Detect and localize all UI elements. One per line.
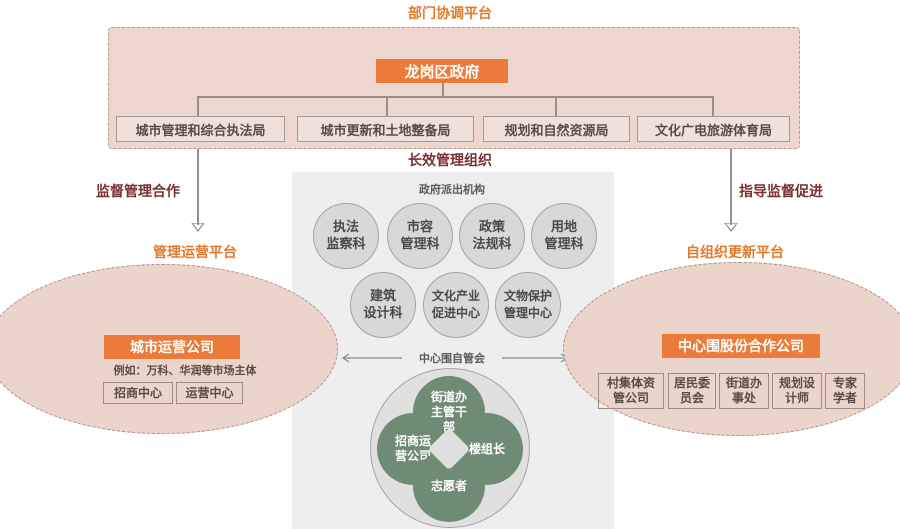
right-arrow-head-icon	[724, 223, 738, 232]
box-label: 规划设 计师	[778, 376, 815, 405]
right-box-residents: 居民委 员会	[668, 373, 716, 409]
left-example-text: 例如：万科、华润等市场主体	[113, 364, 257, 377]
agency-architecture: 建筑 设计科	[350, 272, 416, 338]
agency-label: 执法 监察科	[326, 220, 366, 252]
left-company-box: 城市运营公司	[104, 335, 240, 359]
agency-label: 文物保护 管理中心	[503, 289, 552, 320]
connector-vertical	[442, 83, 444, 96]
agency-label: 文化产业 促进中心	[431, 289, 480, 320]
left-arrow-line	[197, 149, 199, 225]
right-box-subdistrict: 街道办 事处	[719, 373, 769, 409]
box-label: 村集体资 管公司	[606, 376, 655, 405]
middle-title: 长效管理组织	[408, 153, 492, 169]
member-label: 街道办 主管干 部	[430, 389, 467, 434]
box-label: 居民委 员会	[673, 376, 710, 405]
right-arrow-label: 指导监督促进	[739, 184, 823, 200]
right-box-collective: 村集体资 管公司	[598, 373, 664, 409]
left-arrow-label: 监督管理合作	[96, 184, 180, 200]
agency-city-appearance: 市容 管理科	[387, 203, 453, 269]
department-box-urban-management: 城市管理和综合执法局	[116, 116, 285, 142]
agency-label: 用地 管理科	[544, 220, 584, 252]
connector-drop-2	[386, 96, 388, 116]
department-box-culture: 文化广电旅游体育局	[637, 116, 790, 142]
agency-label: 建筑 设计科	[363, 289, 403, 321]
box-label: 街道办 事处	[725, 376, 762, 405]
member-label: 招商运 营公司	[394, 434, 431, 463]
member-label: 楼组长	[468, 441, 505, 456]
connector-horizontal	[197, 96, 713, 98]
committee-title: 中心围自管会	[402, 349, 502, 367]
right-platform-title: 自组织更新平台	[686, 245, 784, 261]
agency-label: 市容 管理科	[400, 220, 440, 252]
right-company-box: 中心围股份合作公司	[662, 334, 820, 358]
agencies-title: 政府派出机构	[419, 183, 485, 196]
connector-drop-4	[712, 96, 714, 116]
agency-cultural-industry: 文化产业 促进中心	[423, 272, 489, 338]
box-label: 专家 学者	[832, 376, 857, 405]
agency-land-use: 用地 管理科	[531, 203, 597, 269]
right-arrow-line	[730, 149, 732, 225]
department-box-planning: 规划和自然资源局	[483, 116, 630, 142]
left-box-operation: 运营中心	[176, 382, 243, 404]
member-label: 志愿者	[430, 478, 467, 493]
right-box-experts: 专家 学者	[825, 373, 865, 409]
connector-drop-1	[197, 96, 199, 116]
agency-law-enforcement: 执法 监察科	[313, 203, 379, 269]
department-box-urban-renewal: 城市更新和土地整备局	[297, 116, 474, 142]
left-box-investment: 招商中心	[103, 382, 173, 404]
connector-drop-3	[555, 96, 557, 116]
left-platform-title: 管理运营平台	[153, 245, 237, 261]
government-box: 龙岗区政府	[376, 59, 508, 83]
left-arrow-head-icon	[191, 223, 205, 232]
agency-heritage: 文物保护 管理中心	[495, 272, 561, 338]
agency-label: 政策 法规科	[472, 220, 512, 252]
right-box-planner: 规划设 计师	[772, 373, 822, 409]
agency-policy: 政策 法规科	[459, 203, 525, 269]
top-platform-title: 部门协调平台	[408, 6, 492, 22]
